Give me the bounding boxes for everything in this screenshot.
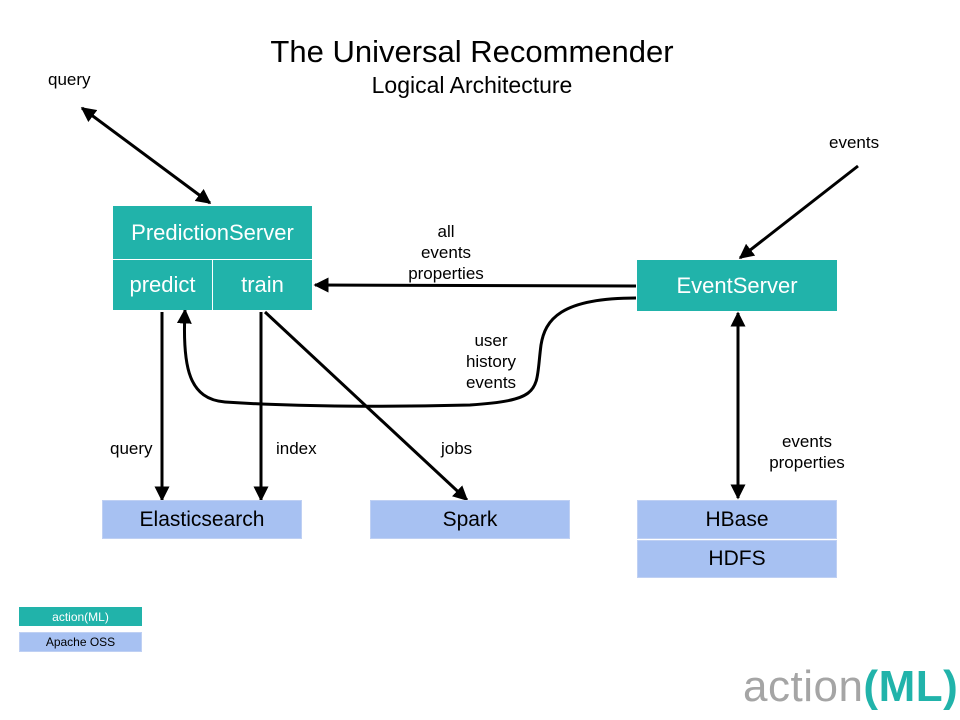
diagram-subtitle: Logical Architecture <box>371 72 573 98</box>
user-history-arrow <box>176 296 637 408</box>
event-server-node: EventServer <box>637 260 837 311</box>
elasticsearch-node: Elasticsearch <box>102 500 302 539</box>
legend-apache-oss: Apache OSS <box>19 632 142 652</box>
diagram-title: The Universal Recommender <box>270 34 674 69</box>
hdfs-node: HDFS <box>637 540 837 578</box>
events-in-arrow <box>738 164 859 260</box>
query-external-label: query <box>48 70 91 89</box>
index-label: index <box>276 439 317 458</box>
prediction-server-node: PredictionServer <box>113 206 312 259</box>
query-bidirectional-arrow <box>80 106 212 205</box>
jobs-label: jobs <box>441 439 473 458</box>
user-history-events-label: user history events <box>465 331 517 392</box>
train-node: train <box>213 260 312 310</box>
spark-node: Spark <box>370 500 570 539</box>
events-external-label: events <box>829 133 880 152</box>
query-label: query <box>110 439 153 458</box>
legend-actionml: action(ML) <box>19 607 142 626</box>
train-jobs-arrow <box>263 310 469 502</box>
all-events-arrow <box>313 277 637 293</box>
events-properties-label: events properties <box>769 432 845 472</box>
predict-node: predict <box>113 260 212 310</box>
hbase-node: HBase <box>637 500 837 539</box>
actionml-logo: action(ML) <box>743 662 959 711</box>
all-events-properties-label: all events properties <box>408 222 484 283</box>
